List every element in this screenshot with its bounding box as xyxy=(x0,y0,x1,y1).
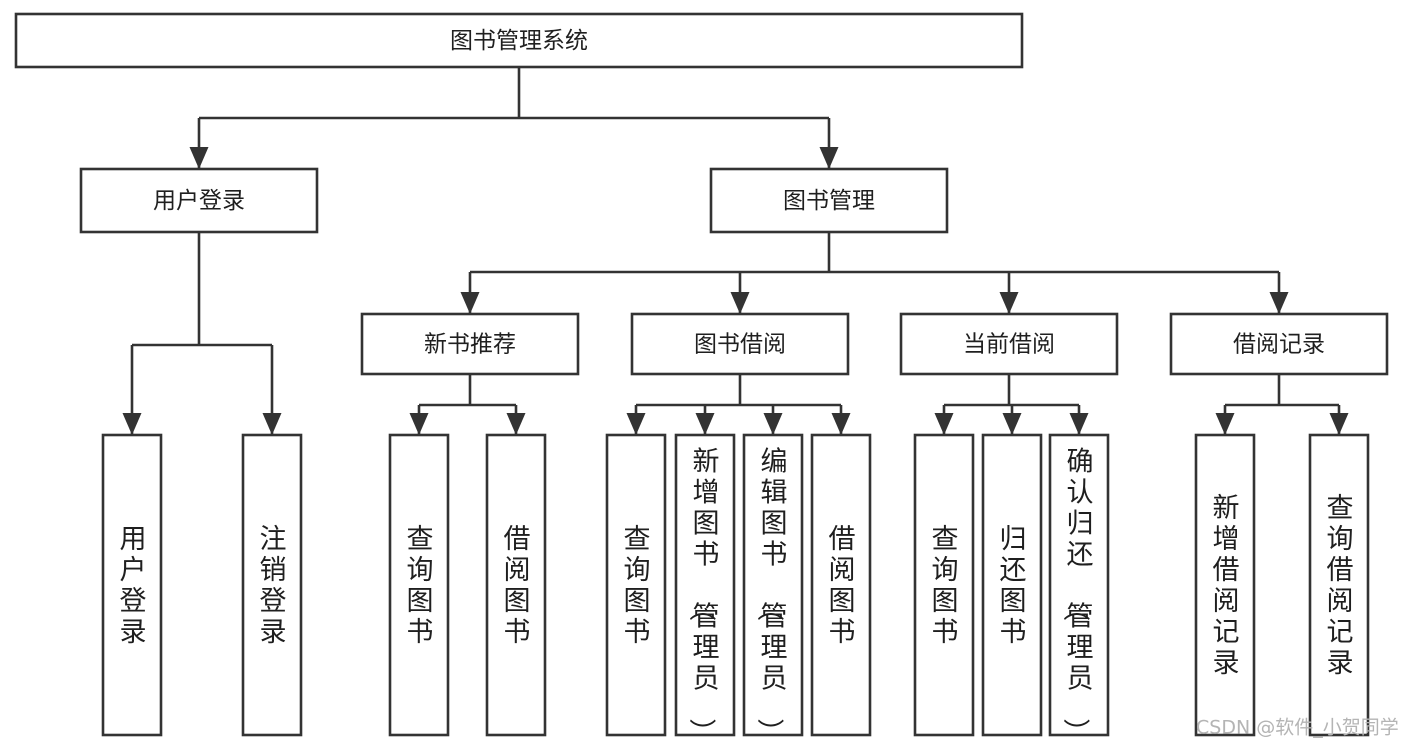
node-label-leaf-user-login: 用户登录 xyxy=(120,524,147,648)
node-box-leaf-user-login xyxy=(101,433,163,737)
csdn-watermark: CSDN @软件_小贺同学 xyxy=(1196,717,1399,739)
node-label-borrow-record: 借阅记录 xyxy=(1233,332,1325,358)
node-box-leaf-return-book xyxy=(981,433,1043,737)
node-box-book-manage xyxy=(709,167,949,234)
node-box-leaf-add-book xyxy=(674,433,736,737)
node-label-leaf-query-book-1: 查询图书 xyxy=(407,524,434,648)
node-label-book-borrow: 图书借阅 xyxy=(694,332,786,358)
arrow-head-icon-new-book-recommend-0 xyxy=(409,413,429,435)
connector-layer xyxy=(122,67,1349,435)
arrow-head-icon-root-0 xyxy=(189,147,209,169)
node-label-book-manage: 图书管理 xyxy=(783,188,875,214)
arrow-head-icon-current-borrow-0 xyxy=(934,413,954,435)
arrow-head-icon-book-manage-3 xyxy=(1269,292,1289,314)
node-label-leaf-add-book: 新增图书（管理员） xyxy=(686,446,720,745)
arrow-head-icon-book-borrow-2 xyxy=(763,413,783,435)
arrow-head-icon-new-book-recommend-1 xyxy=(506,413,526,435)
arrow-head-icon-book-manage-2 xyxy=(999,292,1019,314)
node-box-leaf-query-book-3 xyxy=(913,433,975,737)
node-box-root xyxy=(14,12,1024,69)
node-box-leaf-borrow-book-2 xyxy=(810,433,872,737)
node-label-user-login: 用户登录 xyxy=(153,188,245,214)
node-box-book-borrow xyxy=(630,312,850,376)
node-label-leaf-edit-book: 编辑图书（管理员） xyxy=(754,446,788,745)
watermark-layer: CSDN @软件_小贺同学 xyxy=(1196,717,1399,739)
arrow-head-icon-borrow-record-1 xyxy=(1329,413,1349,435)
node-label-current-borrow: 当前借阅 xyxy=(963,332,1055,358)
node-leaf-confirm-return: 确认归还（管理员） xyxy=(1048,433,1110,745)
arrow-head-icon-book-borrow-0 xyxy=(626,413,646,435)
arrow-head-icon-book-manage-1 xyxy=(730,292,750,314)
node-label-leaf-add-borrow-record: 新增借阅记录 xyxy=(1213,493,1240,679)
arrow-head-icon-user-login-0 xyxy=(122,413,142,435)
node-box-leaf-user-logout xyxy=(241,433,303,737)
node-box-current-borrow xyxy=(899,312,1119,376)
node-label-leaf-borrow-book-1: 借阅图书 xyxy=(504,524,531,648)
node-leaf-return-book: 归还图书 xyxy=(981,433,1043,737)
node-current-borrow: 当前借阅 xyxy=(899,312,1119,376)
node-leaf-edit-book: 编辑图书（管理员） xyxy=(742,433,804,745)
node-root: 图书管理系统 xyxy=(14,12,1024,69)
node-label-leaf-borrow-book-2: 借阅图书 xyxy=(829,524,856,648)
node-leaf-add-book: 新增图书（管理员） xyxy=(674,433,736,745)
node-label-leaf-query-book-3: 查询图书 xyxy=(932,524,959,648)
node-box-leaf-add-borrow-record xyxy=(1194,433,1256,737)
node-box-user-login xyxy=(79,167,319,234)
node-box-leaf-query-borrow-record xyxy=(1308,433,1370,737)
arrow-head-icon-current-borrow-2 xyxy=(1069,413,1089,435)
arrow-head-icon-book-borrow-1 xyxy=(695,413,715,435)
node-book-manage: 图书管理 xyxy=(709,167,949,234)
node-leaf-query-borrow-record: 查询借阅记录 xyxy=(1308,433,1370,737)
node-layer: 图书管理系统用户登录图书管理新书推荐图书借阅当前借阅借阅记录用户登录注销登录查询… xyxy=(14,12,1389,745)
node-box-new-book-recommend xyxy=(360,312,580,376)
node-new-book-recommend: 新书推荐 xyxy=(360,312,580,376)
node-leaf-borrow-book-1: 借阅图书 xyxy=(485,433,547,737)
node-borrow-record: 借阅记录 xyxy=(1169,312,1389,376)
arrow-head-icon-current-borrow-1 xyxy=(1002,413,1022,435)
node-box-leaf-confirm-return xyxy=(1048,433,1110,737)
node-leaf-query-book-1: 查询图书 xyxy=(388,433,450,737)
node-label-root: 图书管理系统 xyxy=(450,28,588,54)
node-box-leaf-query-book-1 xyxy=(388,433,450,737)
arrow-head-icon-borrow-record-0 xyxy=(1215,413,1235,435)
arrow-head-icon-book-manage-0 xyxy=(460,292,480,314)
node-leaf-query-book-2: 查询图书 xyxy=(605,433,667,737)
arrow-head-icon-book-borrow-3 xyxy=(831,413,851,435)
node-label-new-book-recommend: 新书推荐 xyxy=(424,332,516,358)
node-leaf-borrow-book-2: 借阅图书 xyxy=(810,433,872,737)
node-book-borrow: 图书借阅 xyxy=(630,312,850,376)
node-label-leaf-confirm-return: 确认归还（管理员） xyxy=(1060,446,1094,745)
arrow-head-icon-root-1 xyxy=(819,147,839,169)
node-box-leaf-edit-book xyxy=(742,433,804,737)
node-label-leaf-return-book: 归还图书 xyxy=(1000,524,1027,648)
arrow-head-icon-user-login-1 xyxy=(262,413,282,435)
node-label-leaf-user-logout: 注销登录 xyxy=(260,524,287,648)
node-box-leaf-query-book-2 xyxy=(605,433,667,737)
node-box-leaf-borrow-book-1 xyxy=(485,433,547,737)
node-leaf-query-book-3: 查询图书 xyxy=(913,433,975,737)
node-box-borrow-record xyxy=(1169,312,1389,376)
node-leaf-add-borrow-record: 新增借阅记录 xyxy=(1194,433,1256,737)
node-user-login: 用户登录 xyxy=(79,167,319,234)
node-label-leaf-query-borrow-record: 查询借阅记录 xyxy=(1327,493,1354,679)
node-leaf-user-login: 用户登录 xyxy=(101,433,163,737)
node-leaf-user-logout: 注销登录 xyxy=(241,433,303,737)
node-label-leaf-query-book-2: 查询图书 xyxy=(624,524,651,648)
